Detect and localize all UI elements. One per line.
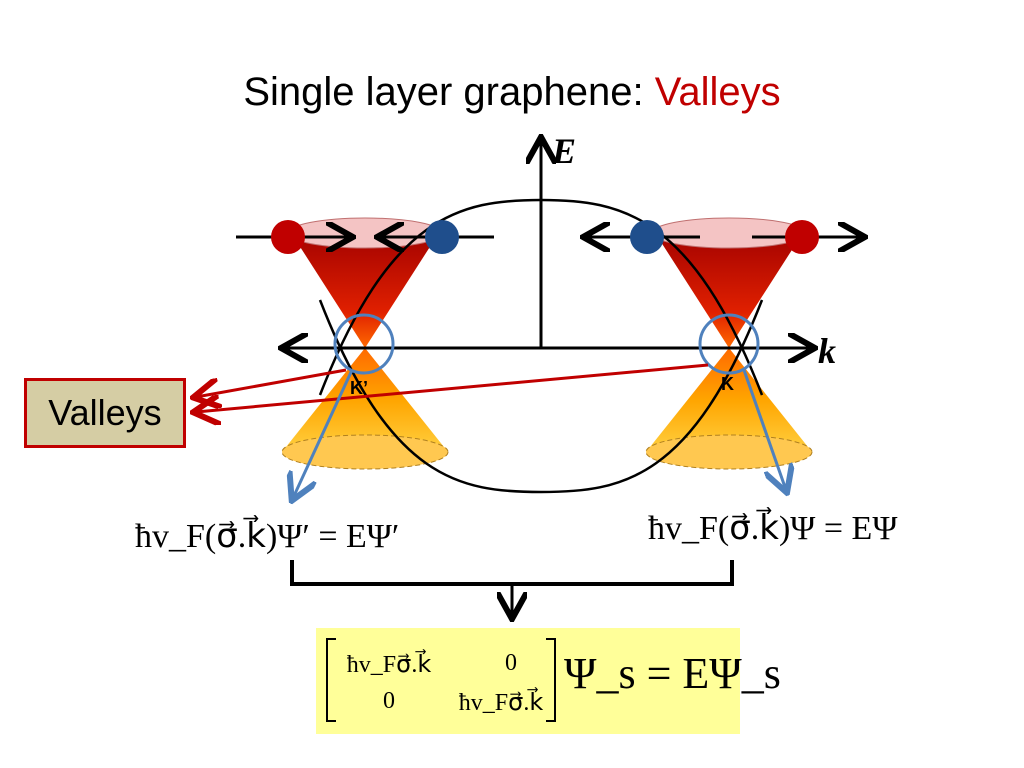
combining-bracket: [290, 560, 734, 586]
matrix-equation-box: ħv_Fσ⃗.k⃗ 0 0 ħv_Fσ⃗.k⃗ Ψ_s = EΨ_s: [316, 628, 781, 734]
electron-red-left: [271, 220, 305, 254]
k-prime-label: K’: [350, 378, 368, 398]
valleys-callout: Valleys: [24, 378, 186, 448]
eq-pointer-k: [742, 369, 786, 490]
electron-red-right: [785, 220, 819, 254]
equation-k: ħv_F(σ⃗.k⃗)Ψ = EΨ: [648, 510, 898, 547]
matrix-cell-11: ħv_Fσ⃗.k⃗: [346, 652, 432, 678]
matrix-cell-22: ħv_Fσ⃗.k⃗: [458, 690, 544, 716]
matrix-rhs: Ψ_s = EΨ_s: [564, 649, 781, 698]
eq-pointer-k-prime: [293, 369, 354, 498]
valley-marker-k: [698, 313, 760, 375]
title-accent: Valleys: [654, 70, 781, 114]
hamiltonian-matrix: ħv_Fσ⃗.k⃗ 0 0 ħv_Fσ⃗.k⃗: [326, 638, 556, 722]
matrix-cell-21: 0: [383, 688, 395, 714]
electron-blue-right: [630, 220, 664, 254]
electron-blue-left: [425, 220, 459, 254]
energy-axis-label: E: [552, 131, 577, 171]
momentum-axis-label: k: [818, 331, 836, 371]
valley-pointer-k-prime: [196, 368, 347, 397]
equation-k-prime: ħv_F(σ⃗.k⃗)Ψ′ = EΨ′: [135, 518, 400, 555]
cone-k-prime: [281, 217, 449, 470]
dispersion-curve-lower: [318, 299, 764, 494]
title-main: Single layer graphene:: [243, 70, 655, 114]
matrix-bracket-right: [546, 638, 556, 722]
valley-marker-k-prime: [333, 313, 395, 375]
k-label: K: [721, 374, 734, 394]
valley-pointer-k: [196, 363, 709, 412]
matrix-bracket-left: [326, 638, 336, 722]
slide-title: Single layer graphene: Valleys: [0, 70, 1024, 115]
cone-k: [645, 217, 813, 470]
matrix-cell-12: 0: [505, 650, 517, 676]
